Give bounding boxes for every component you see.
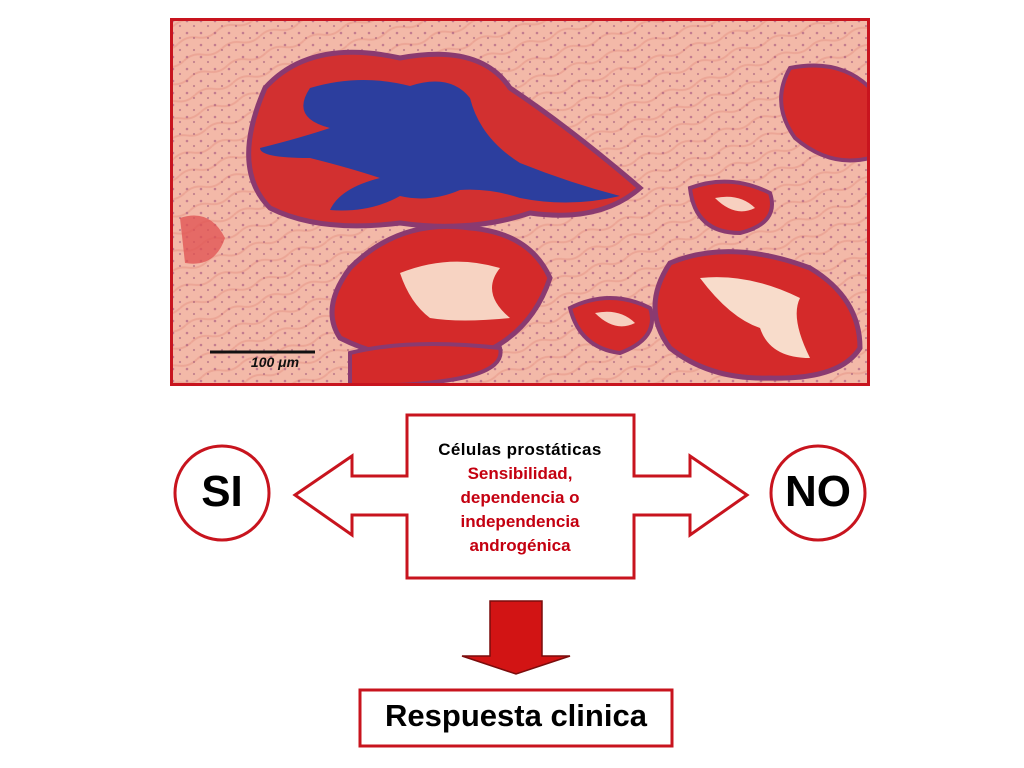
response-box [358,688,674,748]
gland-center [329,223,553,363]
no-label: NO [785,467,851,516]
center-title: Células prostáticas [438,440,602,459]
gland-stained [246,49,644,229]
center-line-2: dependencia o [460,488,580,507]
down-arrow [461,600,571,675]
gland-small-right [687,179,774,236]
gland-right [652,249,863,381]
bidirectional-arrow [292,413,750,580]
si-label: SI [201,467,243,516]
prostate-micrograph [170,18,870,386]
gland-lower-mid [567,296,654,356]
center-box-text: Células prostáticas Sensibilidad, depend… [408,438,632,558]
scale-label: 100 μm [250,354,300,370]
no-circle [769,444,867,542]
micrograph-frame [170,18,870,386]
center-line-4: androgénica [469,536,571,555]
stained-lumen [260,79,620,211]
gland-left-small [180,215,225,264]
response-label: Respuesta clinica [385,698,647,733]
gland-top-right [779,63,870,163]
center-line-1: Sensibilidad, [467,464,573,483]
si-circle [173,444,271,542]
center-line-3: independencia [460,512,580,531]
